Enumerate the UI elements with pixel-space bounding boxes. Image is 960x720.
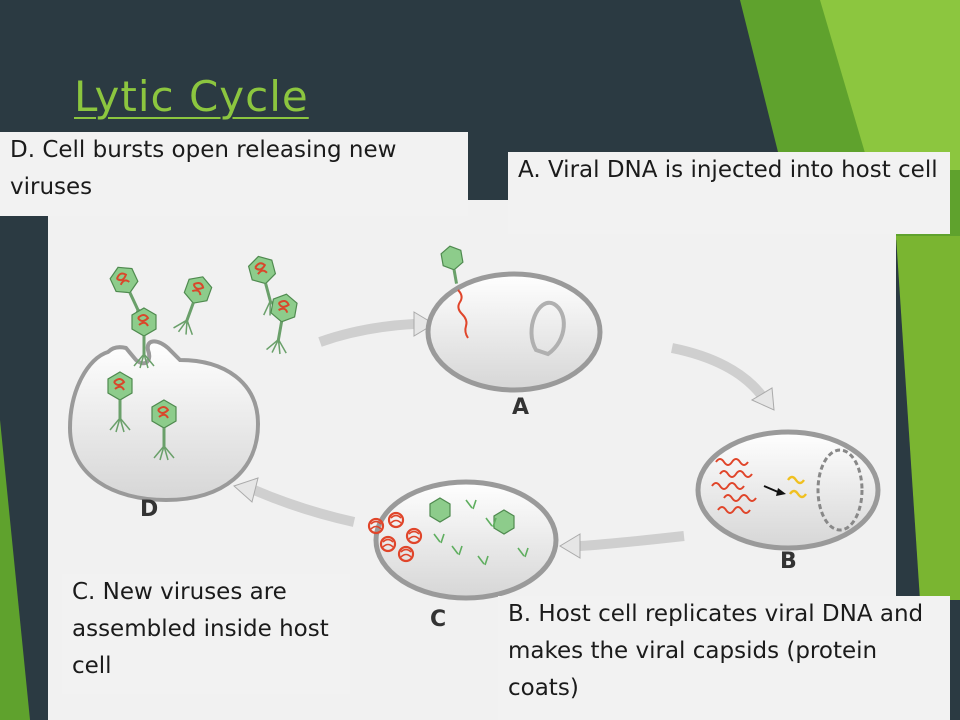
arrow-c-to-d [233,477,356,527]
green-accent-top-right-light [820,0,960,170]
callout-stage-d: D. Cell bursts open releasing new viruse… [0,132,468,216]
stage-a-cell [425,243,603,393]
stage-label-b: B [780,549,797,574]
callout-stage-b: B. Host cell replicates viral DNA and ma… [498,596,950,720]
stage-label-a: A [512,395,529,420]
green-accent-right [896,236,960,600]
stage-c-cell [367,479,559,601]
slide-title: Lytic Cycle [74,72,309,121]
callout-stage-a: A. Viral DNA is injected into host cell [508,152,950,234]
lytic-cycle-diagram: A B C [67,243,881,632]
green-accent-left [0,420,30,720]
released-viruses [105,251,300,370]
arrow-a-to-b [671,343,775,411]
callout-stage-c: C. New viruses are assembled inside host… [62,574,350,694]
stage-label-c: C [430,607,446,632]
stage-d-cell [67,339,261,503]
stage-label-d: D [140,497,158,522]
arrow-b-to-c [559,531,685,559]
arrow-d-to-a [318,311,435,347]
stage-b-cell [695,429,881,551]
